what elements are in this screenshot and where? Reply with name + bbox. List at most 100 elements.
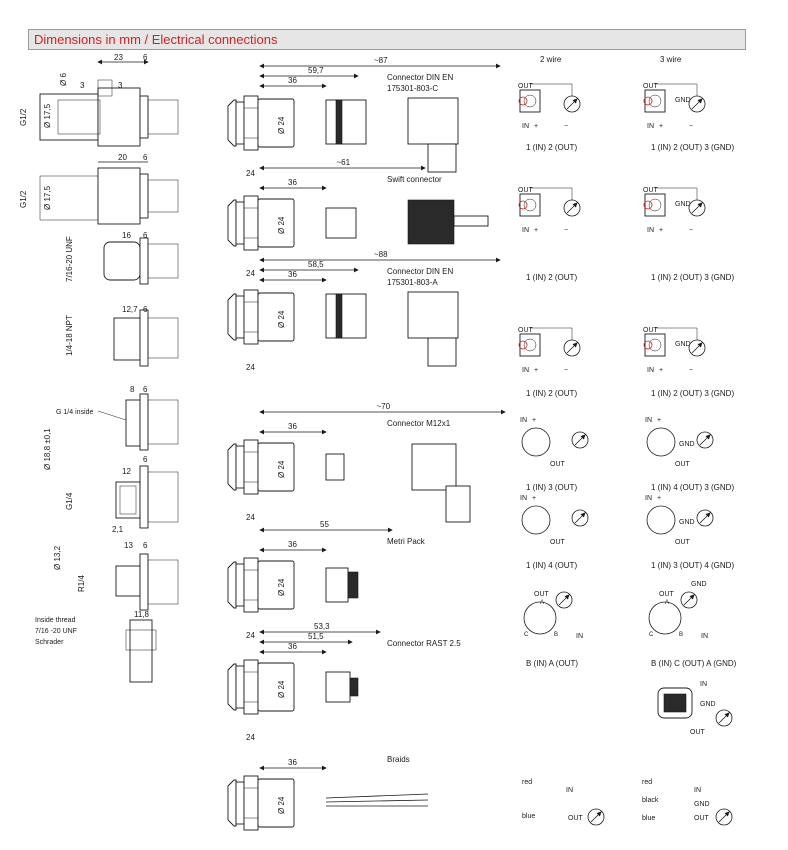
label-b: B (554, 632, 558, 638)
dim-diam-132: Ø 13,2 (53, 545, 62, 570)
connector-name-0: Connector RAST 2.5 (387, 639, 461, 648)
color-blue: blue (522, 813, 535, 820)
label-out: OUT (568, 815, 584, 822)
gauge-icon (689, 340, 705, 356)
socket-ring (523, 338, 537, 352)
dim-mid: 51,5 (308, 632, 324, 641)
label-plus: + (534, 227, 538, 234)
label-in: IN (694, 787, 701, 794)
dim-16: 16 (122, 231, 131, 240)
dim-diam-24: Ø 24 (277, 578, 286, 596)
metripack-tip (347, 571, 359, 599)
label-minus: − (689, 227, 693, 234)
label-plus: + (657, 495, 661, 502)
dim-diam-24: Ø 24 (277, 310, 286, 328)
socket-ring (648, 198, 662, 212)
dim-hex-24: 24 (246, 269, 255, 278)
m12-plug (325, 453, 345, 481)
label-c: C (649, 632, 654, 638)
plug-body (325, 99, 367, 145)
din-gland (427, 143, 457, 173)
connector-name-1: 175301-803-A (387, 278, 438, 287)
wiring-caption: 1 (IN) 2 (OUT) (526, 273, 577, 282)
socket-ring (648, 338, 662, 352)
metripack-face (648, 601, 682, 635)
dim-36: 36 (288, 758, 297, 767)
wiring-caption: 1 (IN) 2 (OUT) 3 (GND) (651, 389, 734, 398)
m12-gland (445, 485, 471, 523)
dim-diam-24: Ø 24 (277, 680, 286, 698)
socket (519, 89, 541, 113)
dim-6: 6 (143, 455, 148, 464)
swift-connector (407, 199, 455, 245)
dim-3a: 3 (80, 81, 85, 90)
label-a: A (540, 600, 544, 606)
thread-g14-inside: 8 6 G 1/4 inside Ø 18,8 ±0,1 (43, 385, 179, 470)
dim-36: 36 (288, 178, 297, 187)
socket-ring (648, 94, 662, 108)
thread-unf: 16 6 7/16-20 UNF (65, 231, 179, 285)
socket-ring (523, 198, 537, 212)
label-a: A (665, 600, 669, 606)
thread-schrader: 11,8 Inside thread 7/16 -20 UNF Schrader (35, 610, 157, 683)
label-in: IN (576, 633, 583, 640)
rast-pins (663, 693, 687, 713)
connector-6: 36Ø 2424Braids (227, 755, 429, 850)
page-title: Dimensions in mm / Electrical connection… (34, 32, 278, 47)
label-plus: + (532, 417, 536, 424)
dim-3b: 3 (118, 81, 123, 90)
label-plus: + (534, 123, 538, 130)
label-plus: + (657, 417, 661, 424)
m12-face (646, 505, 676, 535)
din-connector (407, 291, 459, 339)
wire (655, 187, 698, 200)
socket (644, 89, 666, 113)
wiring-caption: 1 (IN) 2 (OUT) (526, 389, 577, 398)
gauge-icon (681, 592, 697, 608)
wire (655, 83, 698, 96)
wiring-caption: B (IN) A (OUT) (526, 659, 578, 668)
label-plus: + (659, 227, 663, 234)
gauge-icon (556, 592, 572, 608)
metripack-plug (325, 567, 349, 603)
note-mark (518, 200, 528, 210)
socket (519, 333, 541, 357)
label-out: OUT (518, 327, 534, 334)
label-in: IN (522, 123, 529, 130)
label-out: OUT (643, 83, 659, 90)
label-in: IN (700, 681, 707, 688)
dim-6: 6 (143, 541, 148, 550)
note-mark (518, 96, 528, 106)
label-plus: + (534, 367, 538, 374)
wiring-caption: 1 (IN) 3 (OUT) 4 (GND) (651, 561, 734, 570)
metripack-face (523, 601, 557, 635)
dim-21: 2,1 (112, 525, 124, 534)
label-minus: − (689, 367, 693, 374)
connector-name-0: Braids (387, 755, 410, 764)
braid-wire (325, 793, 429, 799)
thread-npt: 12,7 6 1/4-18 NPT (65, 305, 179, 367)
dim-6: 6 (143, 153, 148, 162)
connector-name-0: Swift connector (387, 175, 442, 184)
col-3wire: 3 wire (660, 55, 682, 64)
m12-connector (411, 443, 457, 491)
color-black: black (642, 797, 659, 804)
label-minus: − (689, 123, 693, 130)
wire (530, 187, 573, 200)
header-bar: Dimensions in mm / Electrical connection… (28, 29, 746, 50)
dim-hex-24: 24 (246, 169, 255, 178)
gauge-icon (564, 200, 580, 216)
label-b: B (679, 632, 683, 638)
